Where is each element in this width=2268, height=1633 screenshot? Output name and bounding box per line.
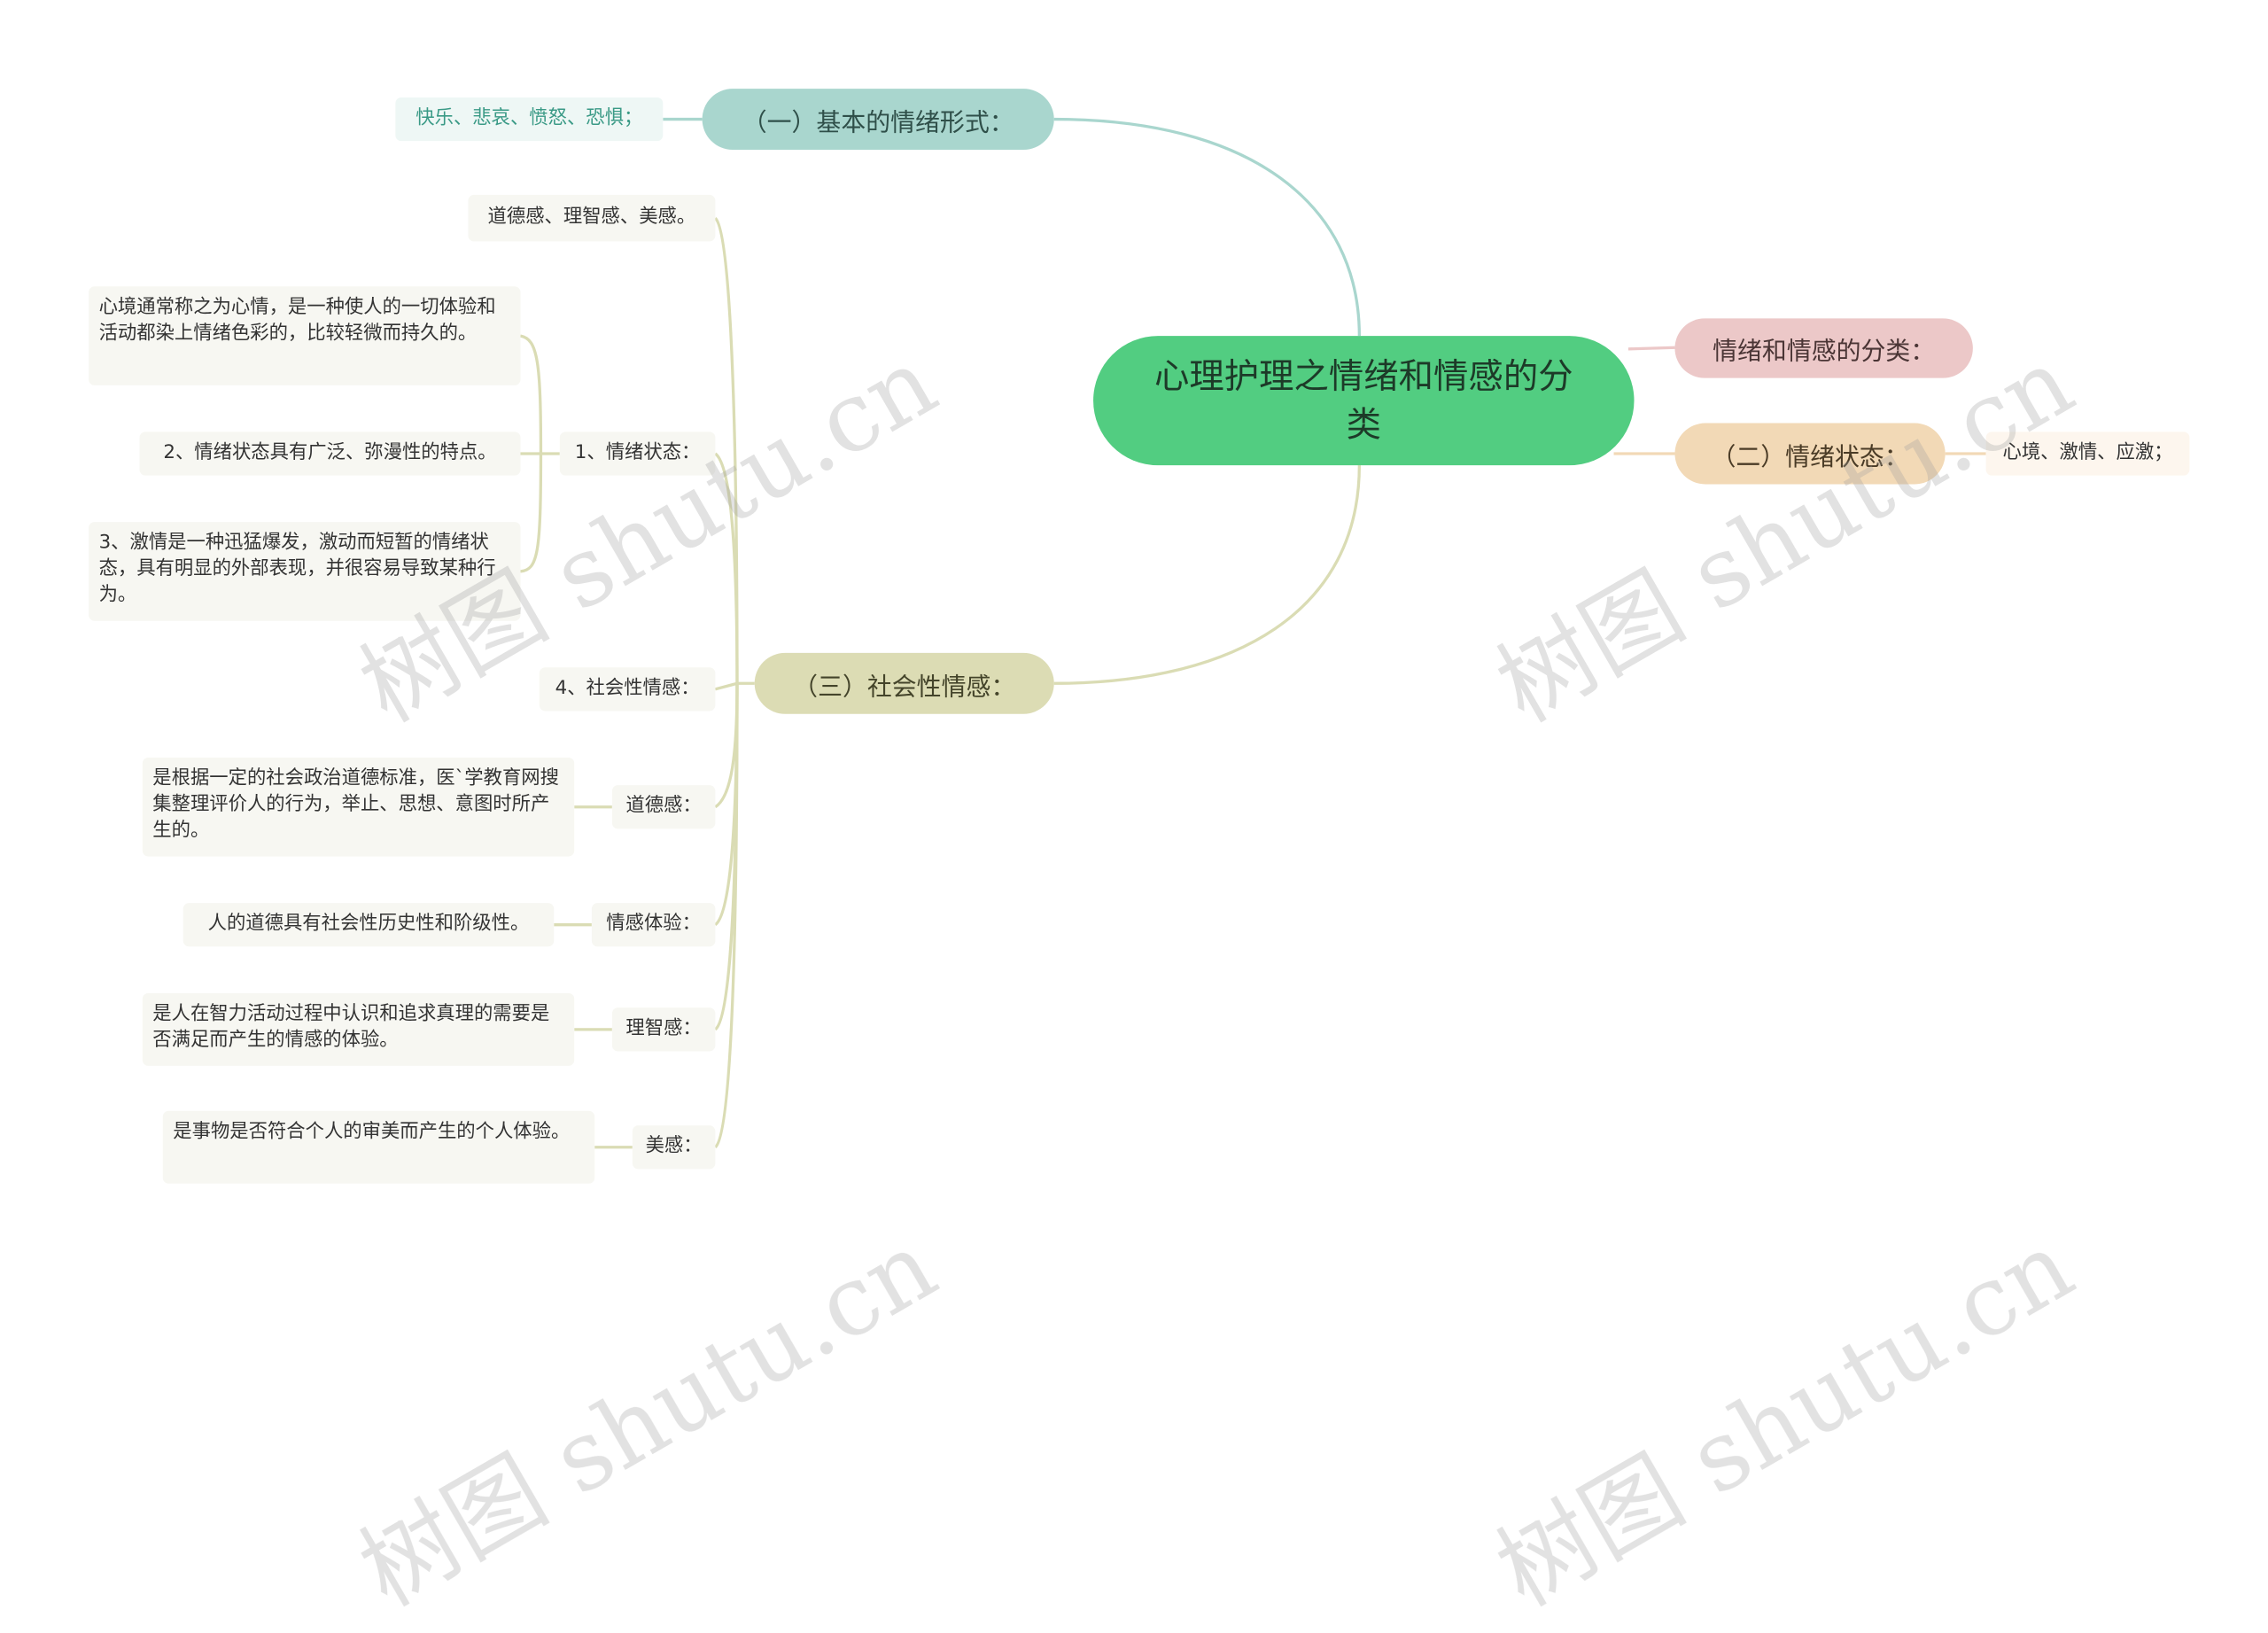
leaf-text: 1、情绪状态： (574, 441, 701, 464)
leaf-text: 情感体验： (606, 913, 701, 936)
mind-map-canvas: 心理护理之情绪和情感的分类 （一）基本的情绪形式： 快乐、悲哀、愤怒、恐惧； 情… (89, 89, 2190, 1628)
branch-emotion-states[interactable]: （二）情绪状态： (1674, 423, 1946, 485)
branch-basic-emotion-forms[interactable]: （一）基本的情绪形式： (702, 89, 1054, 151)
root-title: 心理护理之情绪和情感的分类 (1153, 355, 1573, 445)
branch-social-emotions[interactable]: （三）社会性情感： (754, 652, 1054, 714)
leaf-text: 道德感： (625, 795, 702, 818)
leaf-text: 是事物是否符合个人的审美而产生的个人体验。 (173, 1121, 571, 1143)
leaf-text: 道德感、理智感、美感。 (487, 206, 696, 229)
item-aesthetic-sense[interactable]: 美感： (632, 1125, 716, 1170)
item-emotion-state[interactable]: 1、情绪状态： (559, 432, 716, 476)
item-moral-sense[interactable]: 道德感： (611, 785, 716, 829)
leaf-text: 心境、激情、应激； (2002, 441, 2173, 464)
branch-classification[interactable]: 情绪和情感的分类： (1674, 318, 1973, 378)
desc-emotional-experience[interactable]: 人的道德具有社会性历史性和阶级性。 (183, 903, 555, 947)
desc-aesthetic-sense[interactable]: 是事物是否符合个人的审美而产生的个人体验。 (162, 1110, 595, 1184)
leaf-text: 是人在智力活动过程中认识和追求真理的需要是否满足而产生的情感的体验。 (152, 1003, 550, 1052)
item-rational-sense[interactable]: 理智感： (611, 1007, 716, 1052)
item-emotional-experience[interactable]: 情感体验： (591, 903, 716, 947)
leaf-text: 2、情绪状态具有广泛、弥漫性的特点。 (163, 441, 497, 464)
leaf-basic-emotions[interactable]: 快乐、悲哀、愤怒、恐惧； (395, 97, 664, 142)
branch-label: （一）基本的情绪形式： (742, 108, 1014, 138)
leaf-text: 快乐、悲哀、愤怒、恐惧； (416, 107, 643, 130)
leaf-text: 4、社会性情感： (555, 677, 700, 700)
leaf-text: 人的道德具有社会性历史性和阶级性。 (207, 913, 530, 936)
leaf-emotion-states[interactable]: 心境、激情、应激； (1985, 432, 2190, 476)
connector-lines (520, 117, 1986, 1149)
leaf-text: 3、激情是一种迅猛爆发，激动而短暂的情绪状态，具有明显的外部表现，并很容易导致某… (98, 532, 496, 607)
desc-rational-sense[interactable]: 是人在智力活动过程中认识和追求真理的需要是否满足而产生的情感的体验。 (142, 992, 575, 1066)
sub-passion[interactable]: 3、激情是一种迅猛爆发，激动而短暂的情绪状态，具有明显的外部表现，并很容易导致某… (89, 522, 521, 621)
item-social-emotion[interactable]: 4、社会性情感： (539, 667, 716, 712)
branch-label: 情绪和情感的分类： (1713, 337, 1936, 367)
root-topic[interactable]: 心理护理之情绪和情感的分类 (1093, 336, 1635, 466)
branch-label: （二）情绪状态： (1711, 442, 1909, 472)
leaf-text: 美感： (645, 1135, 703, 1158)
branch-label: （三）社会性情感： (793, 672, 1016, 702)
leaf-text: 理智感： (625, 1017, 702, 1040)
leaf-text: 心境通常称之为心情，是一种使人的一切体验和活动都染上情绪色彩的，比较轻微而持久的… (98, 296, 496, 345)
sub-diffuse[interactable]: 2、情绪状态具有广泛、弥漫性的特点。 (139, 432, 521, 476)
leaf-text: 是根据一定的社会政治道德标准，医`学教育网搜集整理评价人的行为，举止、思想、意图… (152, 767, 560, 843)
item-feeling-types[interactable]: 道德感、理智感、美感。 (468, 194, 716, 242)
sub-mood[interactable]: 心境通常称之为心情，是一种使人的一切体验和活动都染上情绪色彩的，比较轻微而持久的… (89, 286, 521, 385)
desc-moral-sense[interactable]: 是根据一定的社会政治道德标准，医`学教育网搜集整理评价人的行为，举止、思想、意图… (142, 757, 575, 857)
